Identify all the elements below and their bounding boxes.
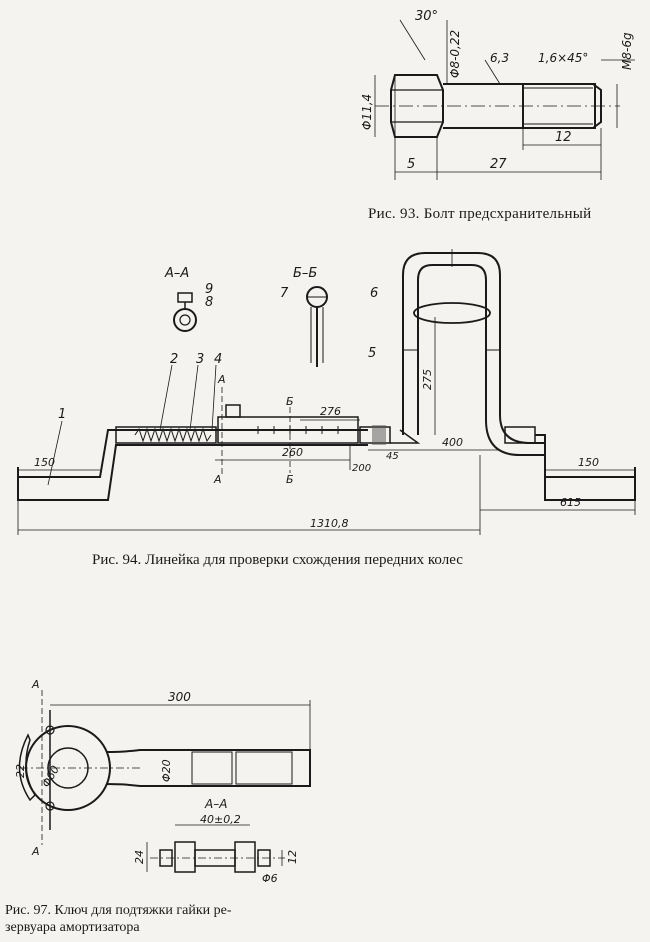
- section-aa-view-97: [146, 824, 285, 873]
- dim-total-len: 27: [490, 157, 507, 172]
- part-label-4: 4: [214, 352, 222, 367]
- dim-pin-dia: Φ6: [262, 872, 278, 885]
- ruler-dimension-lines: [17, 419, 636, 535]
- dim-thread-len: 12: [555, 130, 572, 145]
- part-label-6: 6: [370, 286, 378, 301]
- section-bb-view: [306, 286, 328, 367]
- section-mark-a-bottom: А: [213, 473, 222, 486]
- figure-94-caption: Рис. 94. Линейка для проверки схождения …: [92, 552, 463, 568]
- bolt-shank: [375, 83, 620, 129]
- dim-pin-span: 40±0,2: [200, 813, 241, 826]
- section-aa-label-97: А–А: [204, 797, 227, 811]
- section-aa-label: А–А: [164, 266, 189, 281]
- bolt-dimension-lines: [374, 19, 635, 180]
- dim-height-left: 24: [133, 850, 146, 864]
- u-frame: [402, 249, 545, 456]
- dim-handle-dia: Φ20: [160, 759, 173, 782]
- dim-head-len: 5: [407, 157, 415, 172]
- wrench-head: [18, 710, 140, 830]
- dim-height-right: 12: [286, 850, 299, 864]
- part-label-8: 8: [205, 295, 213, 310]
- part-label-9: 9: [205, 282, 213, 297]
- dim-45: 45: [386, 451, 399, 462]
- ruler-bar: [17, 404, 636, 501]
- section-mark-a-top-97: А: [31, 678, 40, 691]
- dim-total: 1310,8: [310, 517, 349, 530]
- dim-left-foot: 150: [34, 456, 55, 469]
- dim-roughness: 6,3: [490, 51, 509, 65]
- part-label-3: 3: [196, 352, 204, 367]
- dim-400: 400: [442, 436, 463, 449]
- dim-200: 200: [352, 463, 371, 474]
- figure-97-caption-line2: зервуара амортизатора: [5, 920, 140, 935]
- figure-93-bolt-drawing: 30° Φ8-0,22 6,3 1,6×45° M8-6g Φ11,4 12 5…: [360, 9, 635, 180]
- dim-right-foot: 150: [578, 456, 599, 469]
- section-bb-label: Б–Б: [293, 266, 317, 281]
- dim-260: 260: [282, 446, 303, 459]
- figure-97-wrench-drawing: А А 300 Φ60 Φ20 22 А–А 40±0,2 24: [14, 678, 311, 885]
- figure-97-caption-line1: Рис. 97. Ключ для подтяжки гайки ре-: [5, 903, 232, 918]
- section-aa-view: [173, 292, 197, 332]
- dim-head-dia: Φ11,4: [360, 94, 374, 130]
- dim-615: 615: [560, 496, 581, 509]
- dim-thread: M8-6g: [620, 32, 634, 70]
- part-label-7: 7: [280, 286, 289, 301]
- section-mark-b-top: Б: [286, 395, 294, 408]
- figure-94-ruler-drawing: А–А 9 8 Б–Б 7 6 5 275: [17, 249, 636, 535]
- wrench-handle: [105, 749, 311, 787]
- section-mark-a-bottom-97: А: [31, 845, 40, 858]
- dim-276: 276: [320, 405, 341, 418]
- section-mark-b-bottom: Б: [286, 473, 294, 486]
- dim-jaw: 22: [14, 764, 27, 778]
- dim-angle: 30°: [415, 9, 438, 24]
- part-label-5: 5: [368, 346, 376, 361]
- section-mark-a-top: А: [217, 373, 226, 386]
- part-label-1: 1: [58, 407, 66, 422]
- dim-length: 300: [168, 690, 191, 704]
- part-label-2: 2: [170, 352, 178, 367]
- dim-shank-dia: Φ8-0,22: [448, 30, 462, 78]
- dim-275: 275: [421, 369, 434, 390]
- dim-chamfer: 1,6×45°: [538, 51, 588, 65]
- figure-93-caption: Рис. 93. Болт предсхранительный: [368, 206, 592, 222]
